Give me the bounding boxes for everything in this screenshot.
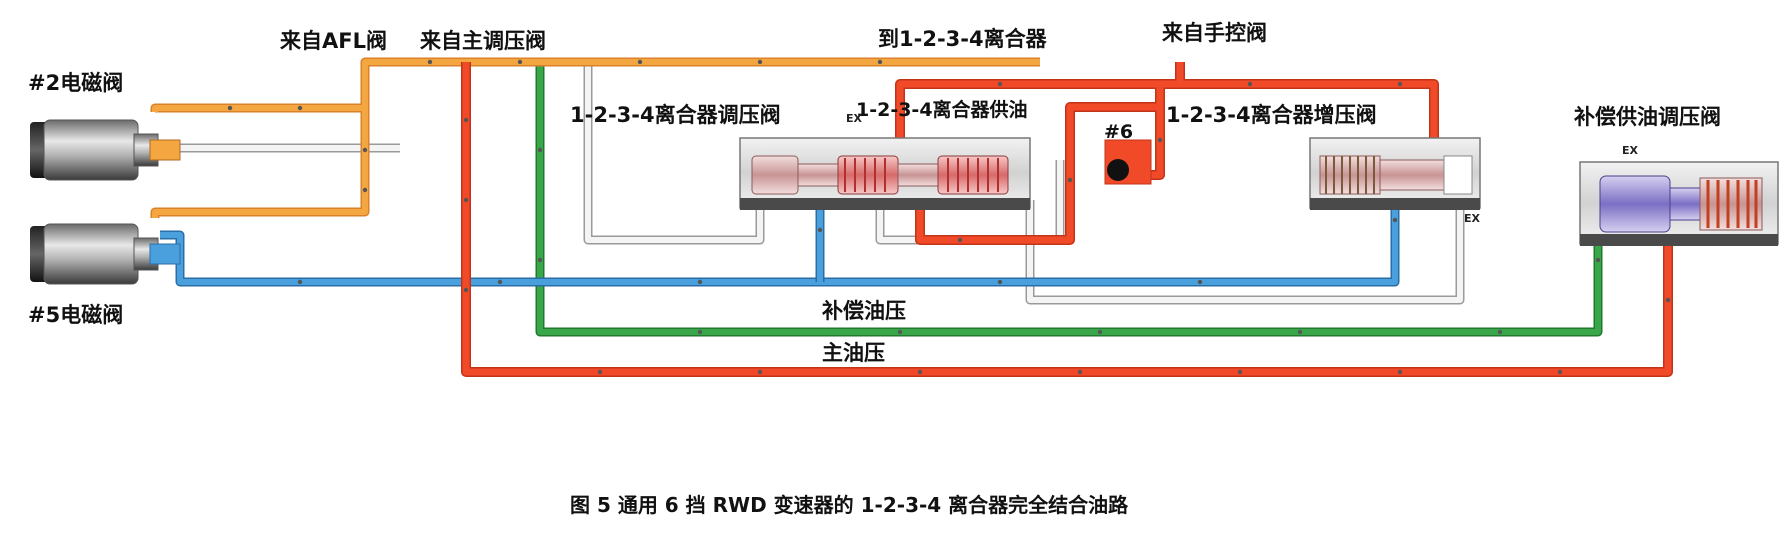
line-marker-dot xyxy=(1237,369,1243,375)
label-clutch-feed: 1-2-3-4离合器供油 xyxy=(856,98,1028,121)
line-marker-dot xyxy=(1665,297,1671,303)
check-ball-6 xyxy=(1104,139,1152,185)
label-to-clutch: 到1-2-3-4离合器 xyxy=(878,27,1048,51)
line-marker-dot xyxy=(1297,329,1303,335)
line-marker-dot xyxy=(1247,81,1253,87)
line-marker-dot xyxy=(757,369,763,375)
main-pressure-line xyxy=(461,62,1673,377)
line-marker-dot xyxy=(1067,177,1073,183)
line-marker-dot xyxy=(877,59,883,65)
label-from-manual-valve: 来自手控阀 xyxy=(1162,21,1267,45)
line-marker-dot xyxy=(897,329,903,335)
label-clutch-boost-valve: 1-2-3-4离合器增压阀 xyxy=(1166,103,1377,127)
figure-caption: 图 5 通用 6 挡 RWD 变速器的 1-2-3-4 离合器完全结合油路 xyxy=(570,493,1129,517)
line-marker-dot xyxy=(297,279,303,285)
line-marker-dot xyxy=(227,105,233,111)
line-marker-dot xyxy=(957,237,963,243)
line-marker-dot xyxy=(997,279,1003,285)
line-marker-dot xyxy=(362,187,368,193)
line-marker-dot xyxy=(463,117,469,123)
label-comp-pressure: 补偿油压 xyxy=(821,299,906,323)
line-marker-dot xyxy=(697,329,703,335)
label-exhaust-3: EX xyxy=(1622,144,1639,157)
line-marker-dot xyxy=(537,257,543,263)
exhaust-lines xyxy=(155,62,1465,305)
label-clutch-regulator-valve: 1-2-3-4离合器调压阀 xyxy=(570,103,781,127)
line-marker-dot xyxy=(1157,137,1163,143)
line-marker-dot xyxy=(757,59,763,65)
line-marker-dot xyxy=(637,59,643,65)
line-marker-dot xyxy=(1557,369,1563,375)
line-marker-dot xyxy=(517,59,523,65)
compensation-feed-regulator-valve xyxy=(1579,161,1779,246)
clutch-boost-valve xyxy=(1309,137,1481,210)
line-marker-dot xyxy=(1397,369,1403,375)
line-marker-dot xyxy=(497,279,503,285)
label-check-ball: #6 xyxy=(1104,121,1133,143)
solenoid-5 xyxy=(30,223,181,285)
line-marker-dot xyxy=(1595,257,1601,263)
line-markers xyxy=(227,59,1671,375)
label-comp-feed-regulator-valve: 补偿供油调压阀 xyxy=(1573,105,1721,129)
line-marker-dot xyxy=(1392,217,1398,223)
label-exhaust-2: EX xyxy=(1464,212,1481,225)
line-marker-dot xyxy=(1097,329,1103,335)
line-marker-dot xyxy=(1497,329,1503,335)
line-marker-dot xyxy=(362,147,368,153)
solenoid-2 xyxy=(30,119,181,181)
line-marker-dot xyxy=(463,197,469,203)
line-marker-dot xyxy=(597,369,603,375)
clutch-regulator-valve xyxy=(739,137,1031,210)
label-exhaust-1: EX xyxy=(846,112,863,125)
label-main-pressure: 主油压 xyxy=(822,341,885,365)
line-marker-dot xyxy=(917,369,923,375)
afl-line xyxy=(150,57,1040,218)
line-marker-dot xyxy=(427,59,433,65)
line-marker-dot xyxy=(997,81,1003,87)
line-marker-dot xyxy=(1077,369,1083,375)
label-from-afl: 来自AFL阀 xyxy=(280,29,387,53)
line-marker-dot xyxy=(1197,279,1203,285)
line-marker-dot xyxy=(537,147,543,153)
label-from-main-regulator: 来自主调压阀 xyxy=(420,29,546,53)
line-marker-dot xyxy=(297,105,303,111)
line-marker-dot xyxy=(463,287,469,293)
line-marker-dot xyxy=(1397,81,1403,87)
line-marker-dot xyxy=(817,227,823,233)
label-solenoid-5: #5电磁阀 xyxy=(28,303,123,327)
line-marker-dot xyxy=(697,279,703,285)
label-solenoid-2: #2电磁阀 xyxy=(28,71,123,95)
